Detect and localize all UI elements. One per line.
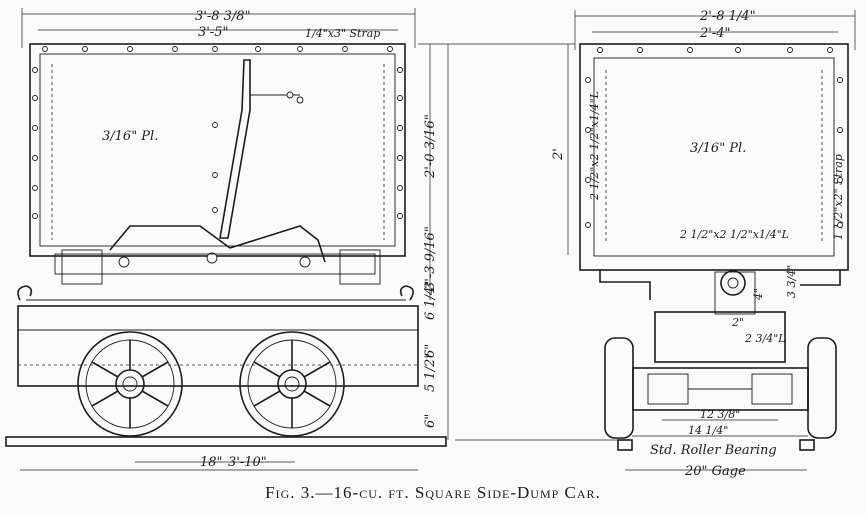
dim-3-3-4: 3 3/4" [785,265,798,298]
link-left [109,225,231,251]
axle-inner-label: 12 3/8" [700,408,740,421]
end-view: 2'-8 1/4" 2'-4" 3/16" Pl. 2 1/2"x2 1/2"x… [551,9,856,479]
end-angle-bottom-label: 2 1/2"x2 1/2"x1/4"L [679,228,789,241]
dump-lever [219,59,251,239]
side-strap-label: 1/4"x3" Strap [305,27,380,40]
end-plate-label: 3/16" Pl. [690,141,746,156]
rail-section-right [799,439,815,451]
end-body-outline [579,43,849,271]
rivets-top [42,46,393,52]
car-body-inner [39,53,396,247]
total-height-label: 3'-3 9/16" [423,226,438,290]
box-height-label: 2'-0 3/16" [423,114,438,179]
dim-5-1-2: 5 1/2" [423,353,438,392]
axle-outer-label: 14 1/4" [688,424,728,437]
end-height-label: 2' [551,148,566,161]
end-body-width-label: 2'-4" [699,26,731,41]
dim-6-1-4: 6 1/4" [423,281,438,320]
wheel-left [77,331,183,437]
bearing-label: Std. Roller Bearing [650,443,777,458]
end-wheel-left [604,337,634,439]
coupler-hook-left [17,285,33,301]
pivot-bar [54,253,376,275]
bearing-left [647,373,689,405]
rail [5,436,447,447]
bearing-right [751,373,793,405]
end-bracket [599,270,651,300]
end-wheel-right [807,337,837,439]
dim-6b: 6" [423,414,438,428]
wheelbase-label: 3'-10" [228,455,267,470]
rail-section-left [617,439,633,451]
pivot-pin [720,270,746,296]
pivot-bracket-left [61,249,103,285]
wheel-diameter-label: 18" [200,455,223,470]
dim-4: 4" [752,288,765,301]
axle-housing [632,367,809,411]
end-strap-label: 1 1/2"x2" Strap [832,154,845,240]
dim-2: 2" [731,316,744,329]
end-rivets [585,47,843,228]
rivets-sides [32,67,403,219]
end-body-inner [593,57,835,257]
side-view: 3'-8 3/8" 3'-5" 1/4"x3" Strap 3/16" Pl. [5,8,455,471]
coupler-hook-right [399,285,414,301]
pivot-housing [714,271,756,315]
dim-6a: 6" [423,344,438,358]
car-body-outline [29,43,406,257]
end-bracket-right [800,270,841,286]
truck-frame [17,305,419,387]
end-overall-width-label: 2'-8 1/4" [699,9,756,24]
side-overall-width-label: 3'-8 3/8" [195,9,251,24]
end-angle-left-label: 2 1/2"x2 1/2"x1/4"L [588,91,601,201]
gage-label: 20" Gage [684,464,746,479]
angle-small-label: 2 3/4"L [744,332,786,345]
end-truck-frame [654,311,786,363]
side-body-width-label: 3'-5" [198,25,229,40]
wheel-right [239,331,345,437]
side-plate-label: 3/16" Pl. [102,129,158,144]
figure-caption: Fig. 3.—16-cu. ft. Square Side-Dump Car. [265,483,601,502]
pivot-bracket-right [339,249,381,285]
link-right [229,225,326,263]
